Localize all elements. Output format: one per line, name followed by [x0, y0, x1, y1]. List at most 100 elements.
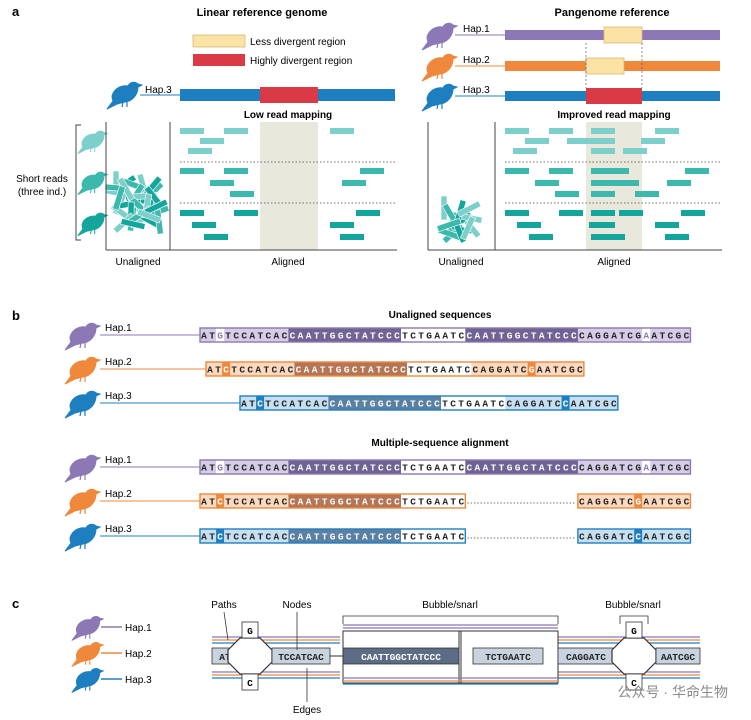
hap3-base-cell — [288, 529, 297, 543]
paths-pointer — [223, 611, 229, 641]
bubble-1-label: Bubble/snarl — [422, 600, 478, 611]
short-read-pan — [619, 210, 643, 216]
hap1-base-cell — [304, 460, 313, 474]
hap1-base-cell — [577, 328, 587, 342]
hap1-base: A — [298, 331, 304, 342]
msa-title: Multiple-sequence alignment — [371, 438, 509, 449]
hap3-base-cell — [449, 396, 458, 410]
watermark-text: 公众号 · 华命生物 — [618, 684, 728, 700]
hap3-base-cell — [352, 529, 361, 543]
hap3-base-cell — [384, 396, 393, 410]
hap1-base: C — [346, 331, 352, 342]
hap1-base: A — [643, 463, 649, 474]
hap2-base: G — [338, 497, 344, 508]
hap3-base-cell — [658, 529, 667, 543]
hap3-base: C — [273, 399, 279, 410]
hap1-base-cell — [224, 328, 233, 342]
hap2-base: A — [651, 497, 657, 508]
graph-hap2-bird-icon — [71, 641, 104, 668]
hap1-base: A — [249, 463, 255, 474]
hap1-base: C — [627, 331, 633, 342]
hap2-base: C — [577, 365, 583, 376]
hap3-base-cell — [328, 396, 337, 410]
hap1-base-cell — [248, 460, 257, 474]
hap1-base-cell — [392, 328, 402, 342]
hap2-base: C — [296, 365, 302, 376]
hap1-base: A — [651, 463, 657, 474]
hap1-base: C — [523, 463, 529, 474]
hap3-base: C — [579, 532, 585, 543]
hap2-base-cell — [577, 494, 587, 508]
hap2-base: T — [360, 365, 366, 376]
hap2-base: A — [201, 497, 207, 508]
hap1-base: T — [314, 331, 320, 342]
hap2-base: C — [684, 497, 690, 508]
hap3-bird-icon — [64, 390, 101, 419]
hap1-base: T — [531, 331, 537, 342]
hap1-base-cell — [328, 328, 337, 342]
hap1-base-cell — [642, 460, 651, 474]
hap2-base: C — [472, 365, 478, 376]
hap1-base: T — [257, 463, 263, 474]
hap3-base: C — [498, 399, 504, 410]
pangenome-reference-title: Pangenome reference — [555, 7, 670, 19]
hap3-base: A — [241, 399, 247, 410]
hap1-base: G — [330, 463, 336, 474]
hap1-base-cell — [312, 460, 321, 474]
hap1-base-cell — [384, 460, 394, 474]
hap3-base-cell — [248, 529, 257, 543]
node-aatcgc — [655, 647, 701, 665]
hap2-base: C — [217, 497, 223, 508]
hap2-base-cell — [216, 494, 225, 508]
hap1-base-cell — [417, 328, 426, 342]
hap2-base: A — [587, 497, 593, 508]
hap3-base: G — [603, 399, 609, 410]
hap2-base: C — [521, 365, 527, 376]
hap1-base: A — [651, 331, 657, 342]
individuals-bracket — [75, 124, 81, 241]
pan-hap2-label: Hap.2 — [463, 55, 490, 66]
hap1-base: T — [209, 331, 215, 342]
unaligned-read — [136, 208, 162, 224]
hap1-base-cell — [280, 328, 289, 342]
unaligned-read — [456, 200, 482, 218]
hap1-base-cell — [569, 460, 579, 474]
hap1-base: A — [587, 463, 593, 474]
hap1-base: G — [507, 331, 513, 342]
hap2-base: C — [247, 365, 253, 376]
hap1-base-cell — [553, 460, 562, 474]
hap1-base: T — [370, 331, 376, 342]
hap3-base: C — [330, 399, 336, 410]
hap1-base: T — [322, 331, 328, 342]
hap3-base-cell — [424, 396, 434, 410]
hap2-base: T — [322, 497, 328, 508]
hap1-base-cell — [553, 328, 562, 342]
hap1-base: G — [426, 463, 432, 474]
hap1-base-cell — [401, 328, 410, 342]
hap3-base: T — [394, 399, 400, 410]
hap1-base: C — [458, 331, 464, 342]
short-reads-label-2: (three ind.) — [18, 187, 66, 198]
hap1-base-cell — [521, 460, 530, 474]
hap2-base: T — [450, 497, 456, 508]
hap3-base-cell — [537, 396, 546, 410]
low-read-mapping-label: Low read mapping — [244, 110, 332, 121]
hap2-base-cell — [288, 494, 297, 508]
graph-hap3-label: Hap.3 — [125, 675, 152, 686]
hap3-base-cell — [320, 396, 329, 410]
hap3-base-cell — [505, 396, 514, 410]
hap2-seq-frame — [205, 361, 585, 377]
hap2-base: C — [458, 497, 464, 508]
hap3-base: C — [418, 399, 424, 410]
pan-unaligned-label: Unaligned — [438, 257, 483, 268]
hap1-base: C — [555, 331, 561, 342]
hap3-base-cell — [408, 396, 418, 410]
hap2-base: T — [553, 365, 559, 376]
hap2-base-cell — [230, 362, 239, 376]
hap2-base: C — [464, 365, 470, 376]
short-read-lin — [356, 210, 380, 216]
hap2-base-cell — [463, 362, 472, 376]
hap2-base-cell — [585, 494, 595, 508]
linear-aligned-label: Aligned — [271, 257, 304, 268]
short-read-lin — [342, 180, 366, 186]
